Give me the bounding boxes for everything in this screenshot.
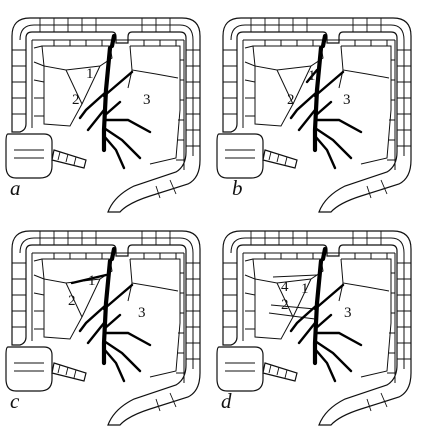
panel-letter: d xyxy=(221,391,232,412)
region-label: 2 xyxy=(72,92,80,108)
region-label: 1 xyxy=(301,281,309,297)
panel-a: 1 2 3 a xyxy=(0,0,211,213)
region-label: 3 xyxy=(143,92,151,108)
colon-diagram-a: 1 2 3 xyxy=(0,0,211,213)
panel-d: 1 2 3 4 d xyxy=(211,213,422,426)
panel-letter: c xyxy=(10,391,19,412)
region-label: 2 xyxy=(68,293,76,309)
panel-letter: b xyxy=(232,178,243,199)
colon-diagram-b: 1 2 3 xyxy=(211,0,422,213)
panel-letter: a xyxy=(10,178,21,199)
region-label: 1 xyxy=(88,273,96,289)
vessel-trunk xyxy=(291,36,361,168)
region-label: 4 xyxy=(281,279,289,295)
panel-c: 1 2 3 c xyxy=(0,213,211,426)
region-label: 1 xyxy=(308,68,316,84)
colon-diagram-d: 1 2 3 4 xyxy=(211,213,422,426)
region-label: 3 xyxy=(344,305,352,321)
region-label: 3 xyxy=(343,92,351,108)
colon-diagram-c: 1 2 3 xyxy=(0,213,211,426)
region-label: 1 xyxy=(86,66,94,82)
region-label: 2 xyxy=(281,297,289,313)
region-label: 3 xyxy=(138,305,146,321)
panel-b: 1 2 3 b xyxy=(211,0,422,213)
vessel-trunk xyxy=(80,36,150,168)
region-label: 2 xyxy=(287,92,295,108)
